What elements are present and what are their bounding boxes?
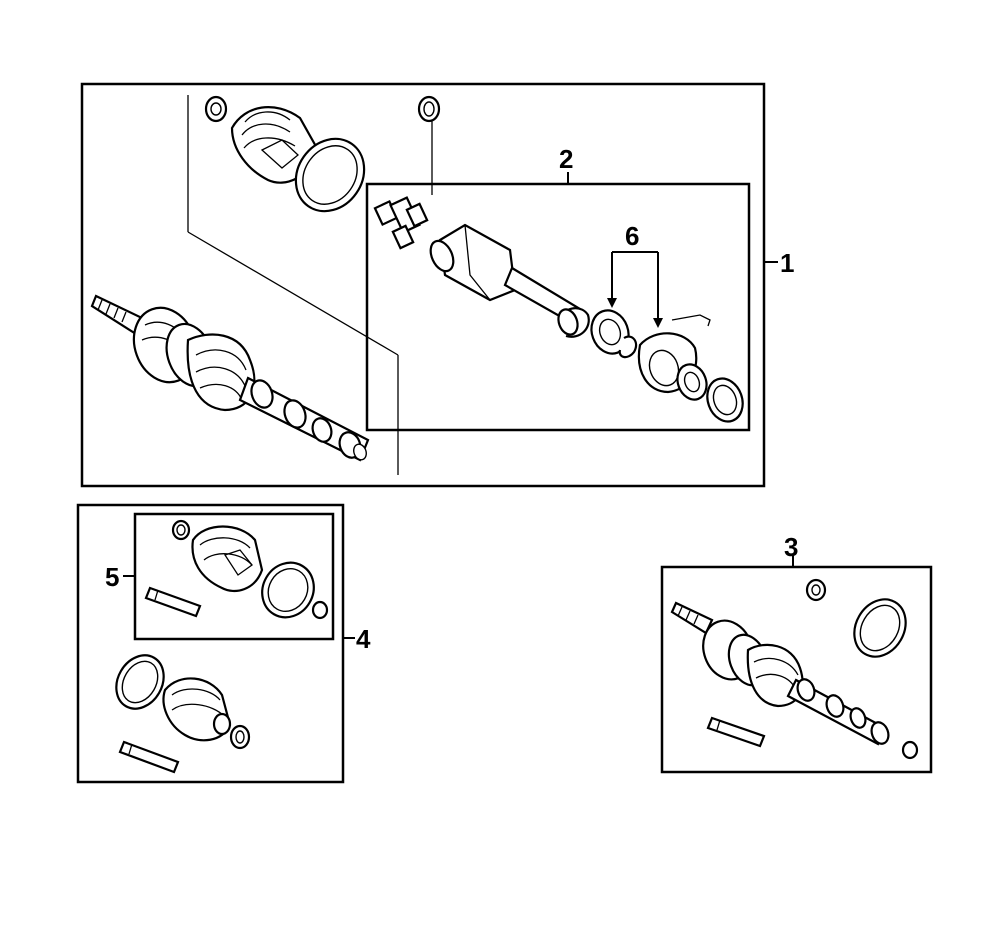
callout-6-leaders: 6 [607,221,663,328]
callout-1: 1 [780,248,794,278]
shaft-kit-box-3: 3 [660,532,933,774]
boot-kit-4-parts [115,654,251,774]
callout-2: 2 [559,144,573,174]
boot-kit-box-5: 5 [105,512,335,641]
inner-joint-parts [429,223,744,423]
tripod-joint [373,196,429,250]
callout-3: 3 [784,532,798,562]
callout-6: 6 [625,221,639,251]
outer-boot-kit [204,95,366,213]
callout-4: 4 [356,624,371,654]
callout-5: 5 [105,562,119,592]
leader-lines [187,95,433,475]
inner-joint-box-2: 2 [365,144,751,432]
shaft-kit-3-parts [670,578,919,760]
boot-kit-5-parts [144,519,329,620]
boot-kit-box-4: 4 [76,503,371,784]
snap-ring [417,95,441,123]
assembly-box-1: 1 [80,82,794,488]
drive-shaft-assembly [90,294,370,462]
